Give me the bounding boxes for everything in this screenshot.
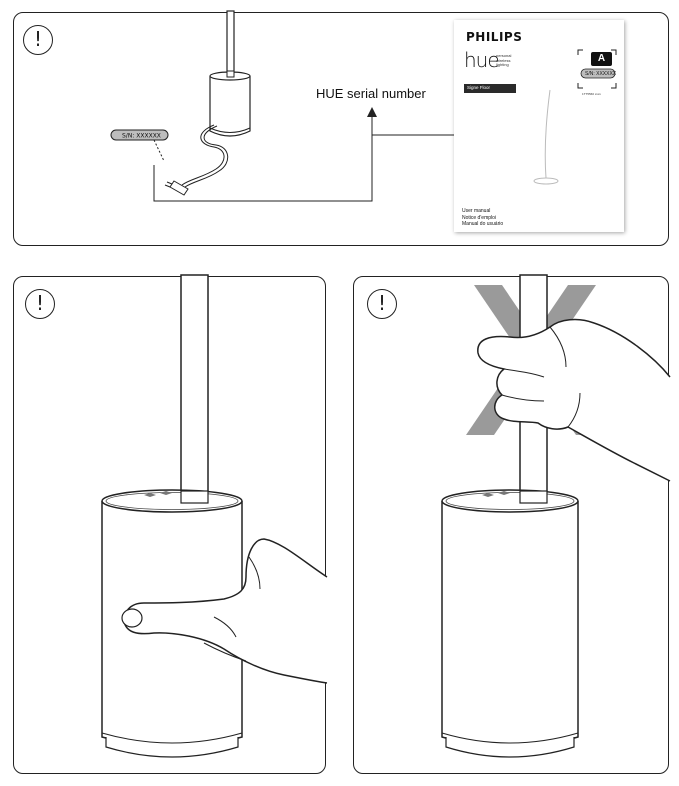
hand-holding-pole-illustration (441, 274, 671, 758)
philips-logo: PHILIPS (466, 30, 523, 44)
panel-hold-base: ! (13, 274, 328, 774)
panel-serial-number: ! S/N: XXXXXX HUE serial number PHILIPS … (13, 10, 669, 246)
warning-icon: ! (23, 25, 53, 55)
manual-serial-text: S/N: XXXXXX (585, 70, 617, 77)
hue-logo: hue (464, 48, 500, 72)
lamp-base-illustration: S/N: XXXXXX (110, 10, 590, 202)
warning-icon: ! (367, 289, 397, 319)
manual-product-code: 1TT5560 xxxx (582, 92, 601, 96)
product-name-bar: Signe Floor (464, 84, 516, 93)
hue-serial-number-label: HUE serial number (316, 86, 426, 101)
hue-tagline: personal wireless lighting (496, 53, 512, 67)
hand-holding-base-illustration (101, 274, 328, 758)
manual-lamp-sketch (533, 49, 617, 185)
user-manual-booklet: PHILIPS hue personal wireless lighting S… (454, 20, 624, 232)
panel-do-not-hold-pole: ! (353, 274, 671, 774)
manual-language-list: User manual Notice d'emploi Manual do us… (462, 208, 504, 227)
cord-serial-tag-text: S/N: XXXXXX (122, 133, 161, 140)
warning-icon: ! (25, 289, 55, 319)
energy-label-icon: A (591, 52, 612, 66)
